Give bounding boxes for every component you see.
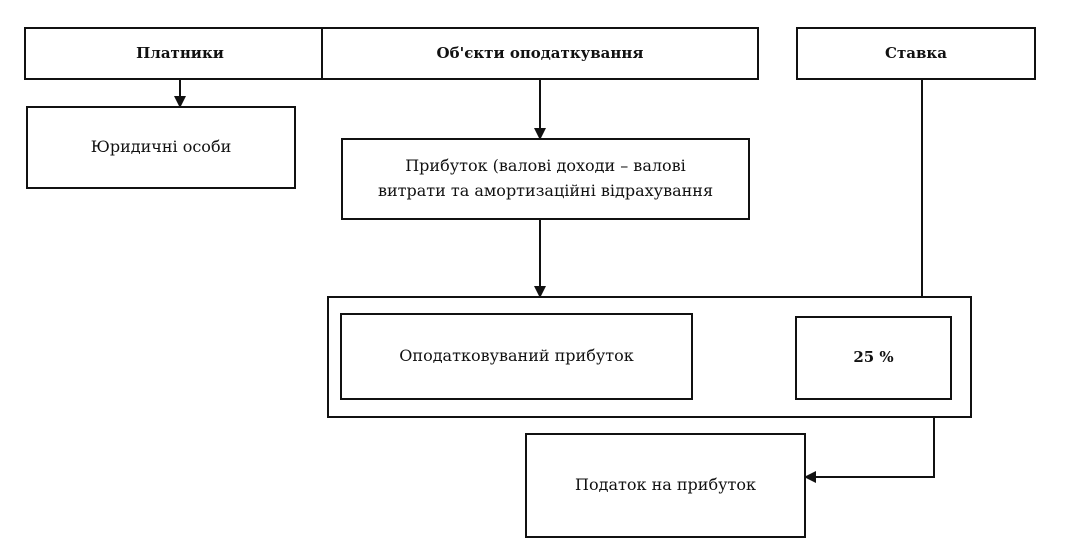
taxable-profit-box: Оподатковуваний прибуток xyxy=(340,313,693,400)
taxable-profit-label: Оподатковуваний прибуток xyxy=(399,346,634,366)
objects-header-label: Об'єкти оподаткування xyxy=(436,43,644,62)
rate-header-box: Ставка xyxy=(796,27,1036,80)
objects-header-box: Об'єкти оподаткування xyxy=(321,27,759,80)
rate-header-label: Ставка xyxy=(885,43,947,62)
rate-value-box: 25 % xyxy=(795,316,952,400)
legal-entities-label: Юридичні особи xyxy=(90,137,232,157)
profit-line-2: витрати та амортизаційні відрахування xyxy=(377,181,714,200)
legal-entities-box: Юридичні особи xyxy=(26,106,296,189)
profit-box: Прибуток (валові доходи – валові витрати… xyxy=(341,138,750,220)
profit-text: Прибуток (валові доходи – валові витрати… xyxy=(378,154,713,204)
profit-tax-label: Податок на прибуток xyxy=(575,475,756,495)
profit-line-1: Прибуток (валові доходи – валові xyxy=(405,156,686,176)
payers-header-box: Платники xyxy=(24,27,336,80)
payers-header-label: Платники xyxy=(136,43,224,62)
profit-tax-box: Податок на прибуток xyxy=(525,433,806,538)
rate-value-label: 25 % xyxy=(853,348,894,367)
